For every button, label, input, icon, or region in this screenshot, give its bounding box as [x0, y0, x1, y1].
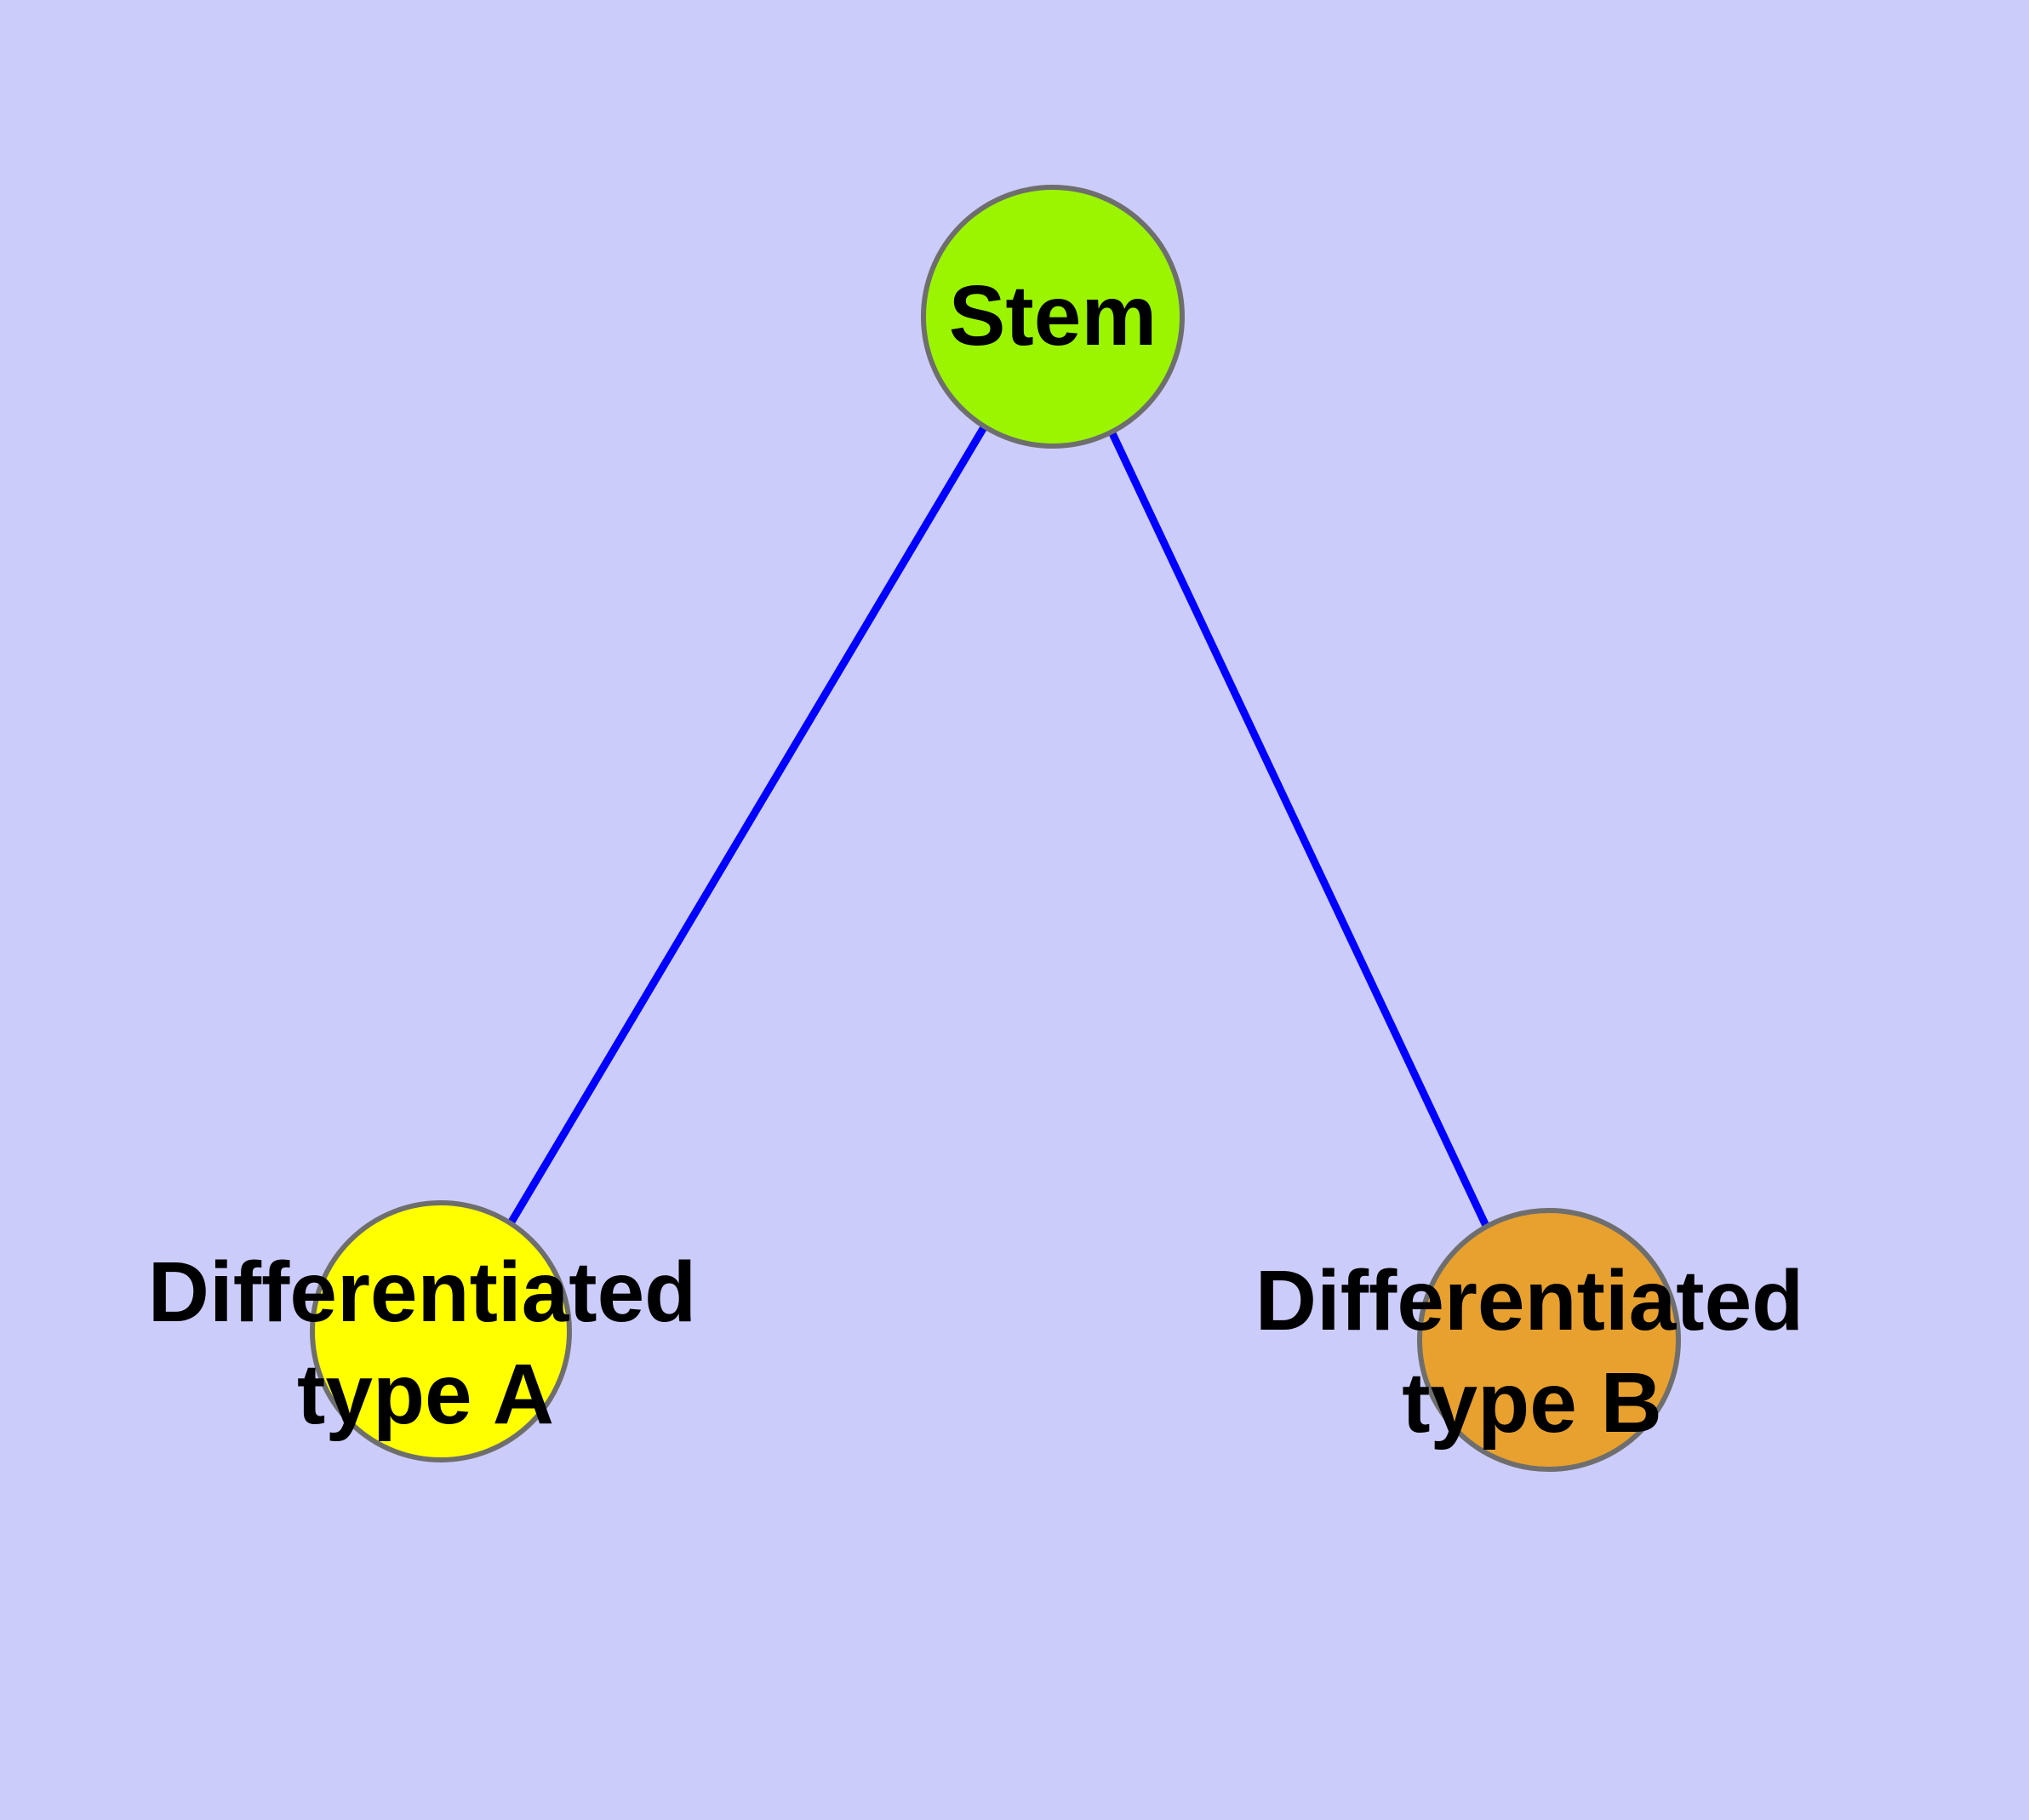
nodes-group — [310, 185, 1681, 1472]
edge-stem-to-diff-a[interactable] — [507, 425, 987, 1226]
labels-group: Stem Differentiated type A Differentiate… — [148, 268, 1804, 1451]
node-differentiated-type-a-label-line1: Differentiated — [148, 1245, 697, 1340]
node-differentiated-type-a-circle[interactable] — [310, 1200, 572, 1462]
node-stem-label: Stem — [949, 268, 1157, 363]
node-differentiated-type-a-label-line2: type A — [297, 1347, 554, 1442]
node-stem-circle[interactable] — [921, 185, 1185, 449]
node-differentiated-type-b-circle[interactable] — [1417, 1208, 1681, 1472]
node-differentiated-type-a[interactable] — [310, 1200, 572, 1462]
node-differentiated-type-b[interactable] — [1417, 1208, 1681, 1472]
node-stem[interactable] — [921, 185, 1185, 449]
edge-stem-to-diff-b[interactable] — [1107, 430, 1490, 1228]
node-differentiated-type-b-label-line1: Differentiated — [1255, 1253, 1804, 1348]
edges-group — [507, 425, 1490, 1228]
node-differentiated-type-b-label-line2: type B — [1402, 1355, 1662, 1451]
